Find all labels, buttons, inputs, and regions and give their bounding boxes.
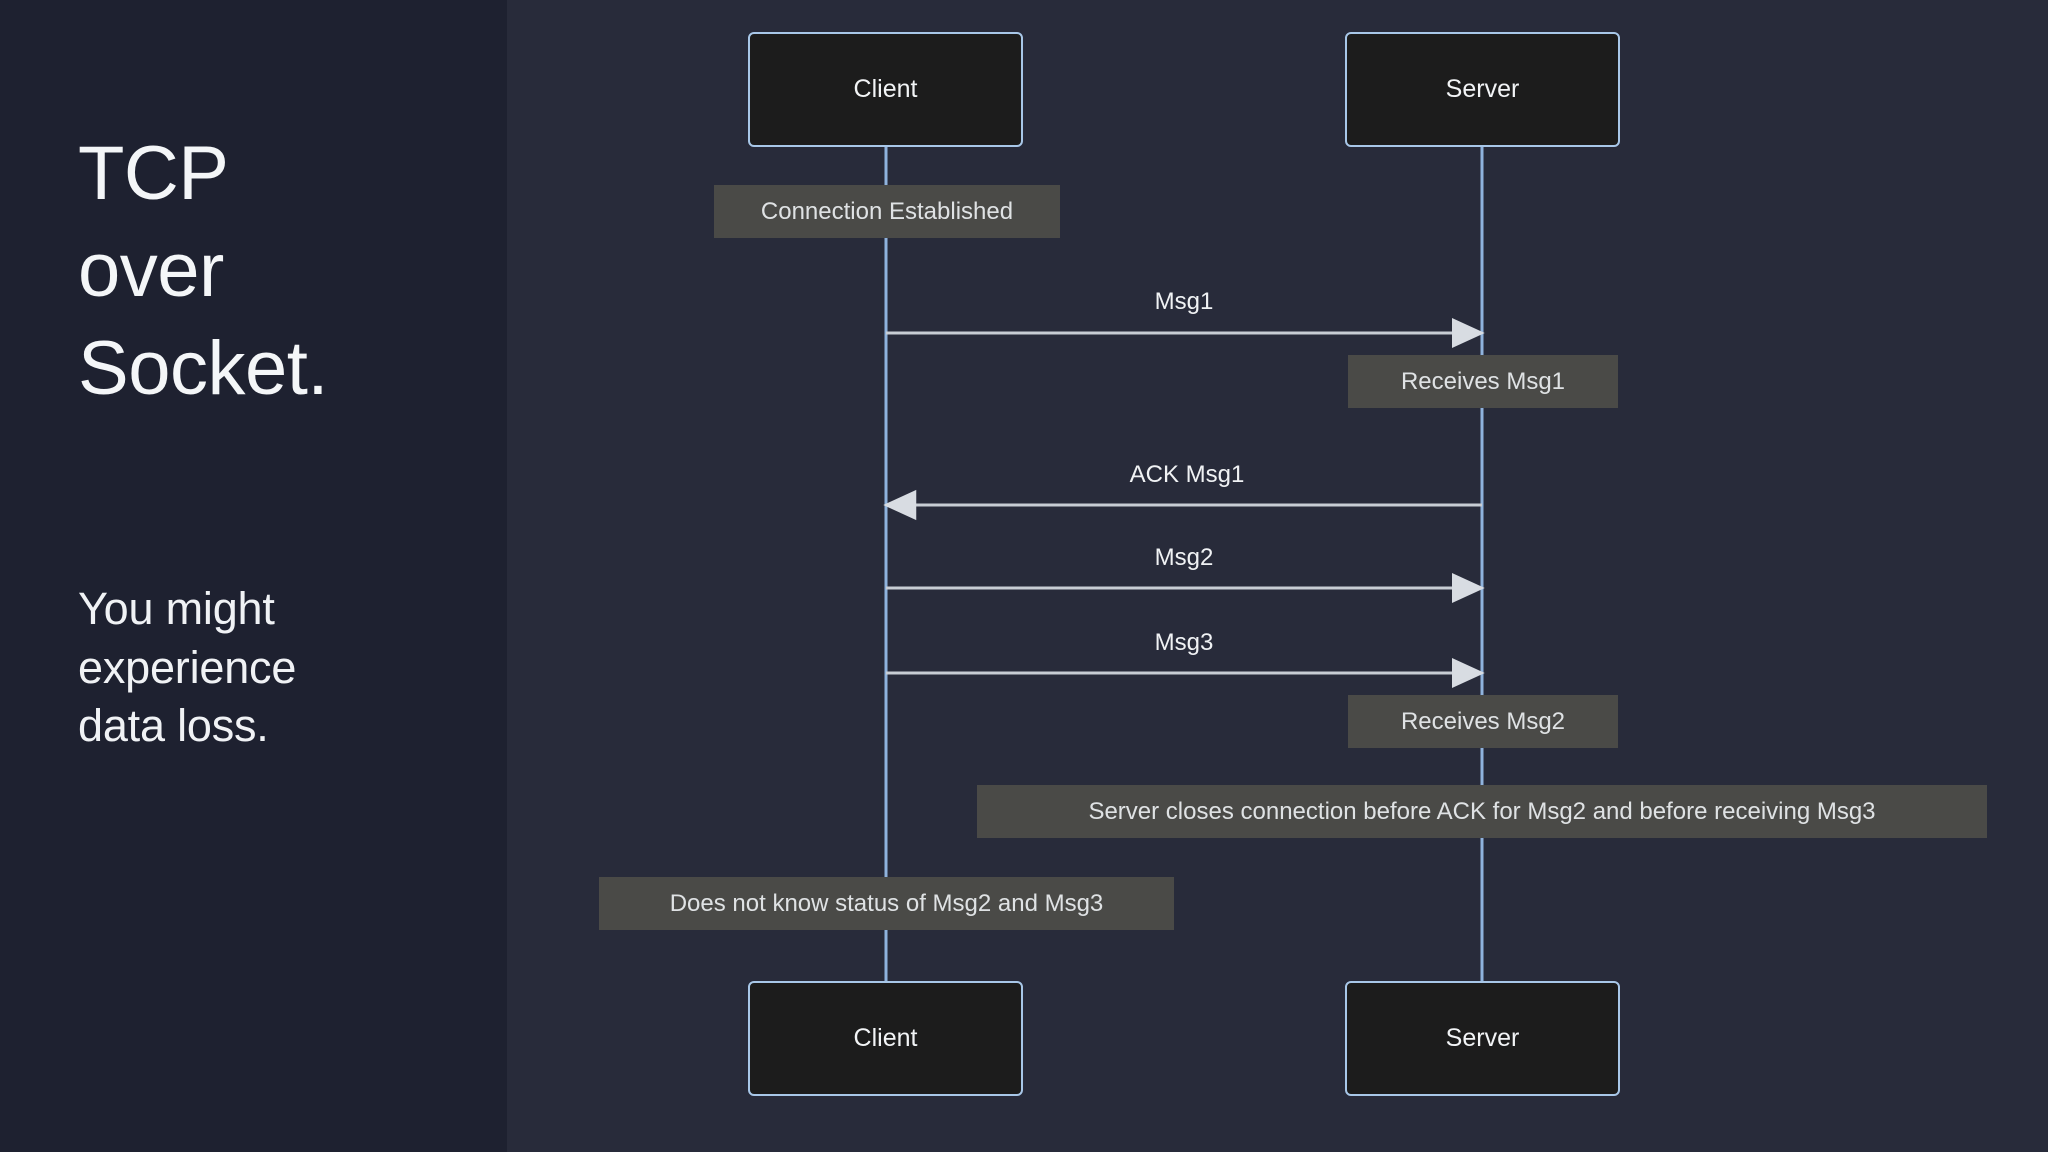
note-label-server-closes: Server closes connection before ACK for … <box>1088 797 1876 825</box>
lifelines-group <box>884 147 1484 981</box>
note-label-receives-msg1: Receives Msg1 <box>1400 367 1566 395</box>
actor-label-client-bottom: Client <box>853 1024 918 1052</box>
note-connection-established: Connection Established <box>714 185 1060 238</box>
note-client-unknown: Does not know status of Msg2 and Msg3 <box>599 877 1174 930</box>
note-label-client-unknown: Does not know status of Msg2 and Msg3 <box>669 889 1104 917</box>
actor-label-client-top: Client <box>853 75 918 103</box>
page-title: TCP over Socket. <box>78 131 328 411</box>
actor-box-client-bottom: Client <box>748 981 1023 1096</box>
note-label-connection-established: Connection Established <box>760 197 1014 225</box>
message-label-msg1: Msg1 <box>1154 288 1214 315</box>
note-server-closes: Server closes connection before ACK for … <box>977 785 1987 838</box>
left-text-panel <box>0 0 507 1152</box>
message-label-ack-msg1: ACK Msg1 <box>1129 461 1245 488</box>
message-label-msg3: Msg3 <box>1154 629 1214 656</box>
actor-label-server-bottom: Server <box>1445 1024 1520 1052</box>
note-label-receives-msg2: Receives Msg2 <box>1400 707 1566 735</box>
actor-box-server-top: Server <box>1345 32 1620 147</box>
message-arrows-group <box>883 317 1485 689</box>
actor-box-server-bottom: Server <box>1345 981 1620 1096</box>
note-receives-msg2: Receives Msg2 <box>1348 695 1618 748</box>
page-subtitle: You might experience data loss. <box>78 583 297 751</box>
actor-box-client-top: Client <box>748 32 1023 147</box>
note-receives-msg1: Receives Msg1 <box>1348 355 1618 408</box>
actor-label-server-top: Server <box>1445 75 1520 103</box>
message-label-msg2: Msg2 <box>1154 544 1214 571</box>
